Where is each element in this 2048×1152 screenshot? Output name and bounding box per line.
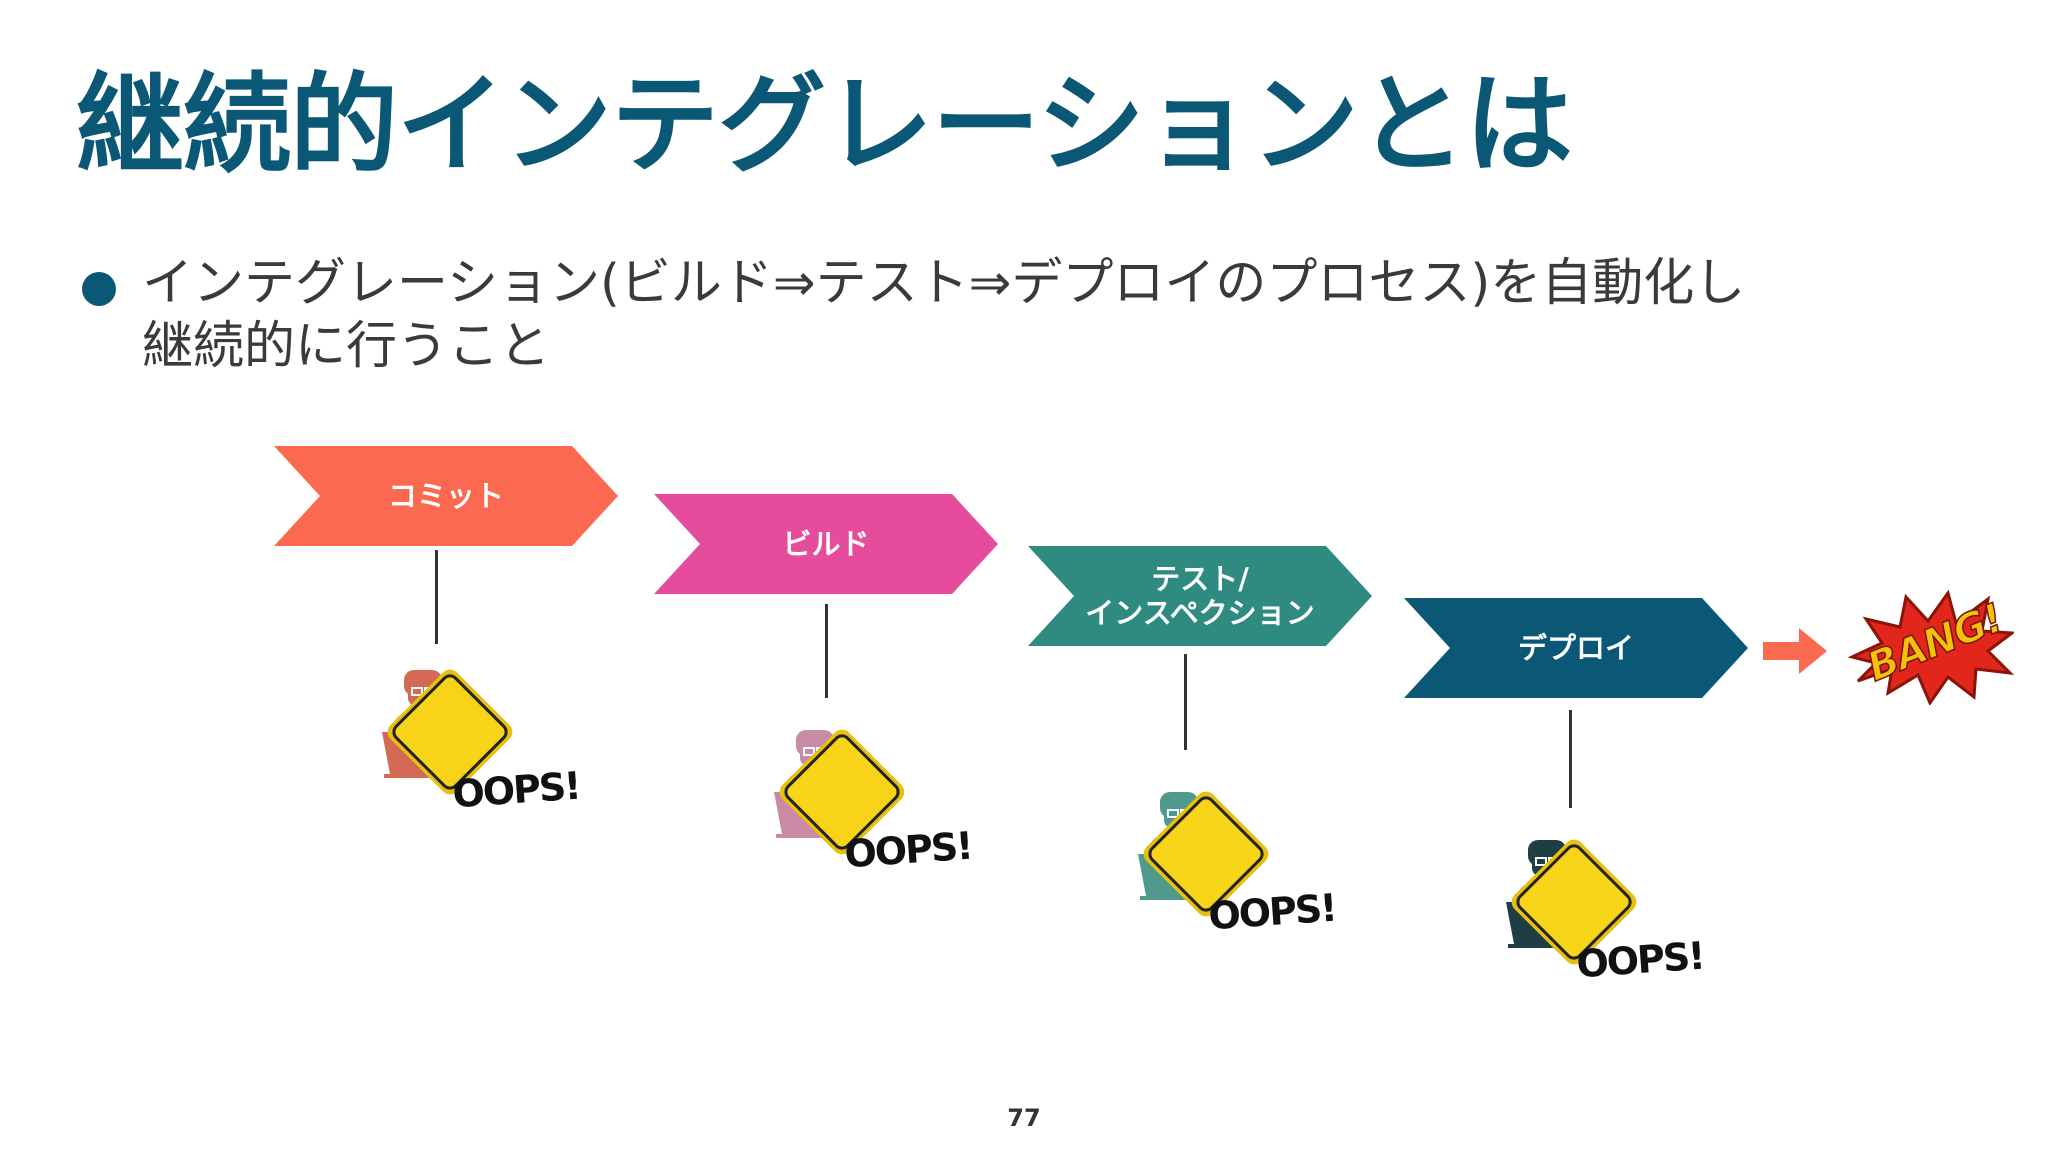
- slide-title: 継続的インテグレーションとは: [76, 63, 1573, 188]
- stage-commit: コミット: [274, 446, 618, 546]
- developer-oops-1: OOPS!: [370, 652, 620, 882]
- oops-warning-icon: [1143, 791, 1269, 917]
- page-number: 77: [1007, 1104, 1041, 1132]
- chevron-arrow-icon: [274, 446, 618, 546]
- stage-label: コミット: [387, 478, 504, 513]
- stage-build: ビルド: [654, 494, 998, 594]
- bullet-dot-icon: [82, 272, 116, 306]
- stage-connector: [1569, 710, 1572, 808]
- oops-warning-icon: [779, 729, 905, 855]
- stage-label: デプロイ: [1517, 630, 1634, 665]
- stage-connector: [825, 604, 828, 698]
- developer-oops-4: OOPS!: [1494, 822, 1744, 1052]
- chevron-arrow-icon: [654, 494, 998, 594]
- chevron-arrow-icon: [1404, 598, 1748, 698]
- stage-label: テスト/ インスペクション: [1085, 561, 1315, 630]
- stage-connector: [1184, 654, 1187, 750]
- bang-burst-icon: [1848, 589, 2014, 705]
- stage-deploy: デプロイ: [1404, 598, 1748, 698]
- stage-test-inspection: テスト/ インスペクション: [1028, 546, 1372, 646]
- oops-warning-icon: [387, 669, 513, 795]
- right-arrow-icon: [1763, 628, 1827, 674]
- bullet-text-line-1: インテグレーション(ビルド⇒テスト⇒デプロイのプロセス)を自動化し: [142, 254, 1746, 313]
- bullet-text-line-2: 継続的に行うこと: [142, 317, 551, 376]
- chevron-arrow-icon: [1028, 546, 1372, 646]
- oops-warning-icon: [1511, 839, 1637, 965]
- developer-oops-2: OOPS!: [762, 712, 1012, 942]
- developer-oops-3: OOPS!: [1126, 774, 1376, 1004]
- stage-connector: [435, 550, 438, 644]
- stage-label: ビルド: [782, 526, 870, 561]
